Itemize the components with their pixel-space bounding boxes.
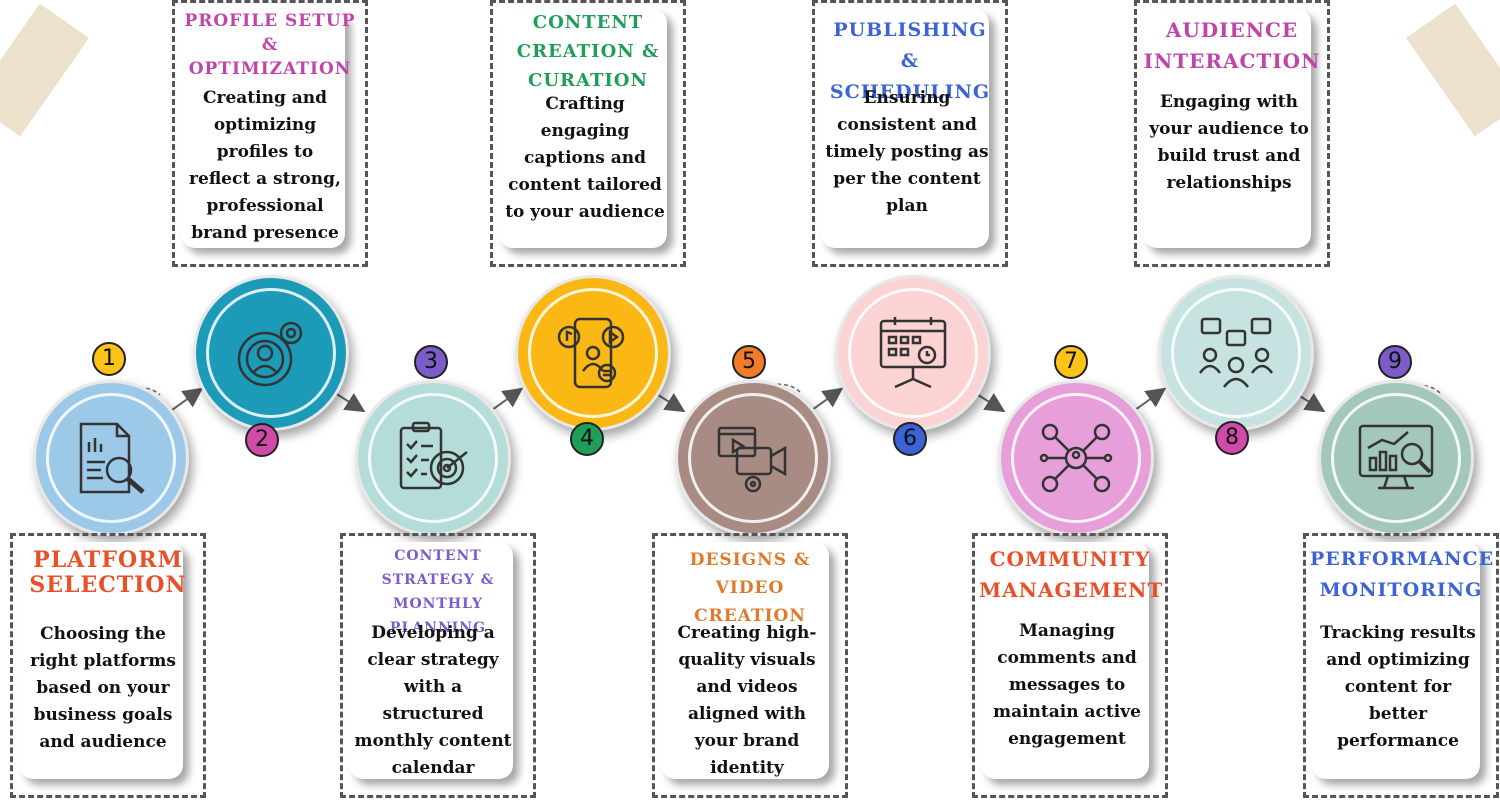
step-3-card: CONTENT STRATEGY & MONTHLY PLANNING Deve… (340, 533, 536, 798)
step-5-description: Creating high-quality visuals and videos… (677, 623, 817, 778)
step-2-title: PROFILE SETUP & OPTIMIZATION (184, 11, 356, 79)
card-panel (1312, 542, 1480, 779)
step-8-badge: 8 (1215, 421, 1249, 455)
video-camera-icon (717, 426, 787, 493)
step-1-badge: 1 (92, 342, 126, 376)
card-panel (1143, 9, 1311, 248)
step-2-badge: 2 (245, 423, 279, 457)
circle-ring (528, 288, 658, 418)
circle-ring (688, 393, 818, 523)
step-5-badge: 5 (732, 345, 766, 379)
circle-ring (206, 288, 336, 418)
step-9-description: Tracking results and optimizing content … (1320, 623, 1476, 751)
step-2-description: Creating and optimizing profiles to refl… (189, 88, 341, 243)
step-7-badge: 7 (1054, 345, 1088, 379)
card-panel (981, 542, 1149, 779)
circle-ring (1011, 393, 1141, 523)
card-panel (349, 542, 513, 779)
step-8-title: AUDIENCE INTERACTION (1143, 18, 1321, 73)
step-4-description: Crafting engaging captions and content t… (505, 94, 665, 222)
circle-ring (368, 393, 498, 523)
step-1-circle (33, 380, 189, 536)
step-3-circle (355, 380, 511, 536)
circle-ring (1331, 393, 1461, 523)
step-1-title: PLATFORM SELECTION (29, 547, 187, 599)
step-9-card: PERFORMANCE MONITORING Tracking results … (1303, 533, 1499, 798)
step-1-card: PLATFORM SELECTION Choosing the right pl… (10, 533, 206, 798)
step-7-title: COMMUNITY MANAGEMENT (979, 547, 1164, 602)
step-2-card: PROFILE SETUP & OPTIMIZATION Creating an… (172, 0, 368, 267)
step-2-circle (193, 275, 349, 431)
user-gear-icon (237, 321, 303, 387)
step-4-circle (515, 275, 671, 431)
step-3-description: Developing a clear strategy with a struc… (354, 623, 512, 778)
step-7-circle (998, 380, 1154, 536)
mobile-media-icon (557, 317, 625, 389)
step-9-badge: 9 (1378, 345, 1412, 379)
step-1-description: Choosing the right platforms based on yo… (30, 624, 176, 752)
step-5-title: DESIGNS & VIDEO CREATION (689, 550, 811, 626)
card-panel (499, 9, 667, 248)
step-3-title: CONTENT STRATEGY & MONTHLY PLANNING (381, 548, 495, 636)
step-4-badge: 4 (570, 422, 604, 456)
step-6-description: Ensuring consistent and timely posting a… (825, 88, 989, 216)
step-4-card: CONTENT CREATION & CURATION Crafting eng… (490, 0, 686, 267)
step-6-badge: 6 (893, 422, 927, 456)
step-5-card: DESIGNS & VIDEO CREATION Creating high-q… (652, 533, 848, 798)
step-5-circle (675, 380, 831, 536)
document-search-icon (79, 422, 145, 494)
people-chat-icon (1198, 317, 1274, 388)
step-4-title: CONTENT CREATION & CURATION (516, 12, 660, 91)
card-panel (821, 9, 989, 248)
step-8-card: AUDIENCE INTERACTION Engaging with your … (1134, 0, 1330, 267)
network-people-icon (1039, 423, 1113, 493)
card-panel (661, 542, 829, 779)
step-7-card: COMMUNITY MANAGEMENT Managing comments a… (972, 533, 1168, 798)
step-9-title: PERFORMANCE MONITORING (1310, 548, 1495, 601)
step-8-circle (1158, 275, 1314, 431)
checklist-target-icon (399, 421, 468, 490)
calendar-board-icon (879, 317, 947, 389)
step-8-description: Engaging with your audience to build tru… (1149, 92, 1309, 193)
card-panel (181, 9, 345, 248)
circle-ring (848, 288, 978, 418)
circle-ring (1171, 288, 1301, 418)
step-7-description: Managing comments and messages to mainta… (993, 621, 1141, 749)
step-6-circle (835, 275, 991, 431)
step-3-badge: 3 (414, 345, 448, 379)
card-panel (19, 542, 183, 779)
analytics-monitor-icon (1358, 424, 1434, 490)
circle-ring (46, 393, 176, 523)
step-9-circle (1318, 380, 1474, 536)
step-6-card: PUBLISHING & SCHEDULING Ensuring consist… (812, 0, 1008, 267)
step-6-title: PUBLISHING & SCHEDULING (829, 19, 991, 103)
